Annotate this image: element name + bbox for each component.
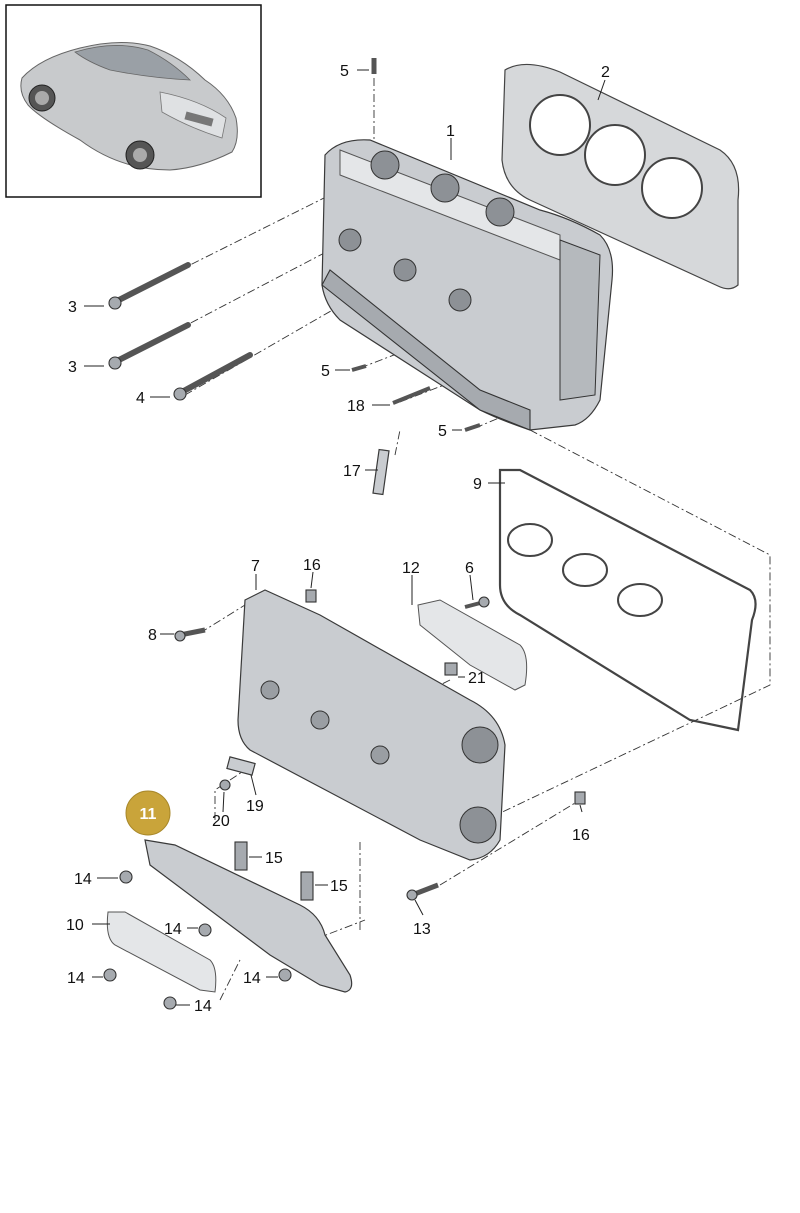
- small-fasteners: [174, 589, 586, 901]
- callout-21: 21: [468, 670, 486, 687]
- clips-part-15: [234, 841, 314, 901]
- callout-13: 13: [413, 921, 431, 938]
- head-bolts: [108, 58, 481, 496]
- camshaft-housing: [237, 589, 506, 861]
- screws-part-14: [103, 870, 292, 1010]
- callout-16: 16: [303, 557, 321, 574]
- callout-5: 5: [340, 63, 349, 80]
- cylinder-head: [321, 139, 614, 431]
- callout-4: 4: [136, 390, 145, 407]
- vehicle-thumbnail: [5, 4, 262, 198]
- callout-14: 14: [194, 998, 212, 1015]
- callout-18: 18: [347, 398, 365, 415]
- callout-11[interactable]: 11: [140, 806, 157, 823]
- callout-17: 17: [343, 463, 361, 480]
- callout-19: 19: [246, 798, 264, 815]
- callout-8: 8: [148, 627, 157, 644]
- heat-shield-part-11: [144, 839, 353, 993]
- cover-plate-part-10: [106, 911, 217, 993]
- callout-9: 9: [473, 476, 482, 493]
- cam-cover-gasket: [498, 468, 757, 732]
- callout-5: 5: [438, 423, 447, 440]
- callout-5: 5: [321, 363, 330, 380]
- callout-6: 6: [465, 560, 474, 577]
- callout-14: 14: [243, 970, 261, 987]
- callout-15: 15: [330, 878, 348, 895]
- bracket-part-12: [417, 599, 528, 691]
- callout-1: 1: [446, 123, 455, 140]
- callout-14: 14: [164, 921, 182, 938]
- callout-15: 15: [265, 850, 283, 867]
- callout-20: 20: [212, 813, 230, 830]
- highlighted-callout-11[interactable]: 11: [125, 790, 171, 836]
- callout-14: 14: [67, 970, 85, 987]
- callout-10: 10: [66, 917, 84, 934]
- callout-3: 3: [68, 359, 77, 376]
- callout-12: 12: [402, 560, 420, 577]
- leader-lines: [84, 69, 606, 1006]
- callout-3: 3: [68, 299, 77, 316]
- callout-14: 14: [74, 871, 92, 888]
- callout-16: 16: [572, 827, 590, 844]
- callout-7: 7: [251, 558, 260, 575]
- callout-labels: 5 2 1 3 3 4 5 18 5 17 9 7 16 12 6 8 21 1…: [66, 63, 610, 1015]
- cylinder-head-gasket: [501, 63, 740, 290]
- callout-2: 2: [601, 64, 610, 81]
